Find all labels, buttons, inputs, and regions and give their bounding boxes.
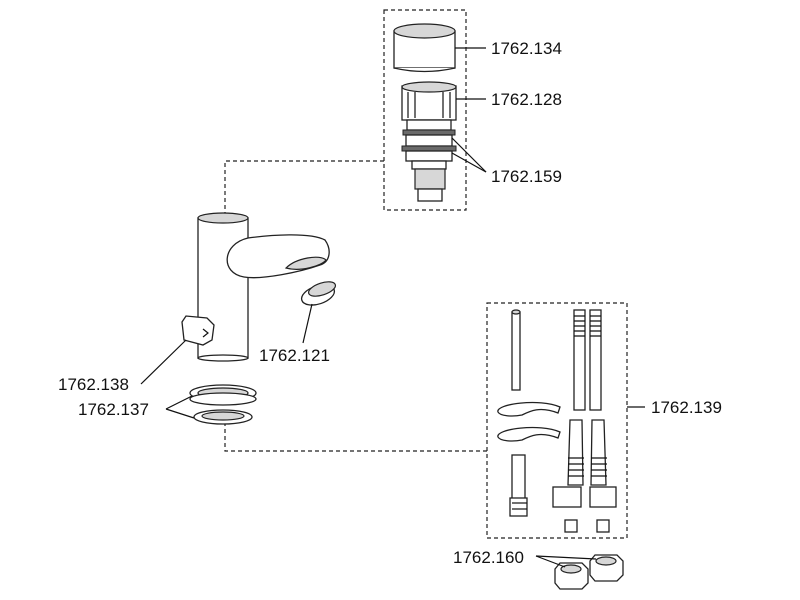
label-cap: 1762.134 bbox=[491, 39, 562, 58]
nut-leader-2 bbox=[535, 555, 597, 560]
label-washers: 1762.137 bbox=[78, 400, 149, 419]
nuts-part bbox=[554, 554, 624, 590]
washer-leader-1 bbox=[165, 395, 193, 410]
cartridge-connector bbox=[224, 160, 384, 215]
aerator-leader bbox=[302, 303, 313, 344]
label-nuts: 1762.160 bbox=[453, 548, 524, 567]
knob-part bbox=[181, 315, 215, 346]
label-knob: 1762.138 bbox=[58, 375, 129, 394]
label-fixing-kit: 1762.139 bbox=[651, 398, 722, 417]
cartridge-group-box bbox=[383, 9, 467, 211]
o-ring-leader-2 bbox=[451, 152, 487, 173]
fixing-kit-parts bbox=[497, 309, 617, 533]
aerator-part bbox=[300, 281, 337, 306]
o-ring-leader-1 bbox=[451, 137, 487, 173]
cap-part bbox=[393, 23, 456, 73]
nut-leader-1 bbox=[535, 555, 566, 568]
fixing-kit-group-box bbox=[486, 302, 628, 539]
washers-part bbox=[189, 384, 257, 425]
cartridge-part bbox=[401, 81, 457, 202]
label-aerator: 1762.121 bbox=[259, 346, 330, 365]
tap-body bbox=[197, 212, 330, 362]
knob-leader bbox=[140, 339, 187, 385]
label-o-rings: 1762.159 bbox=[491, 167, 562, 186]
label-cartridge: 1762.128 bbox=[491, 90, 562, 109]
fixing-kit-connector bbox=[224, 415, 487, 452]
washer-leader-2 bbox=[165, 408, 195, 419]
